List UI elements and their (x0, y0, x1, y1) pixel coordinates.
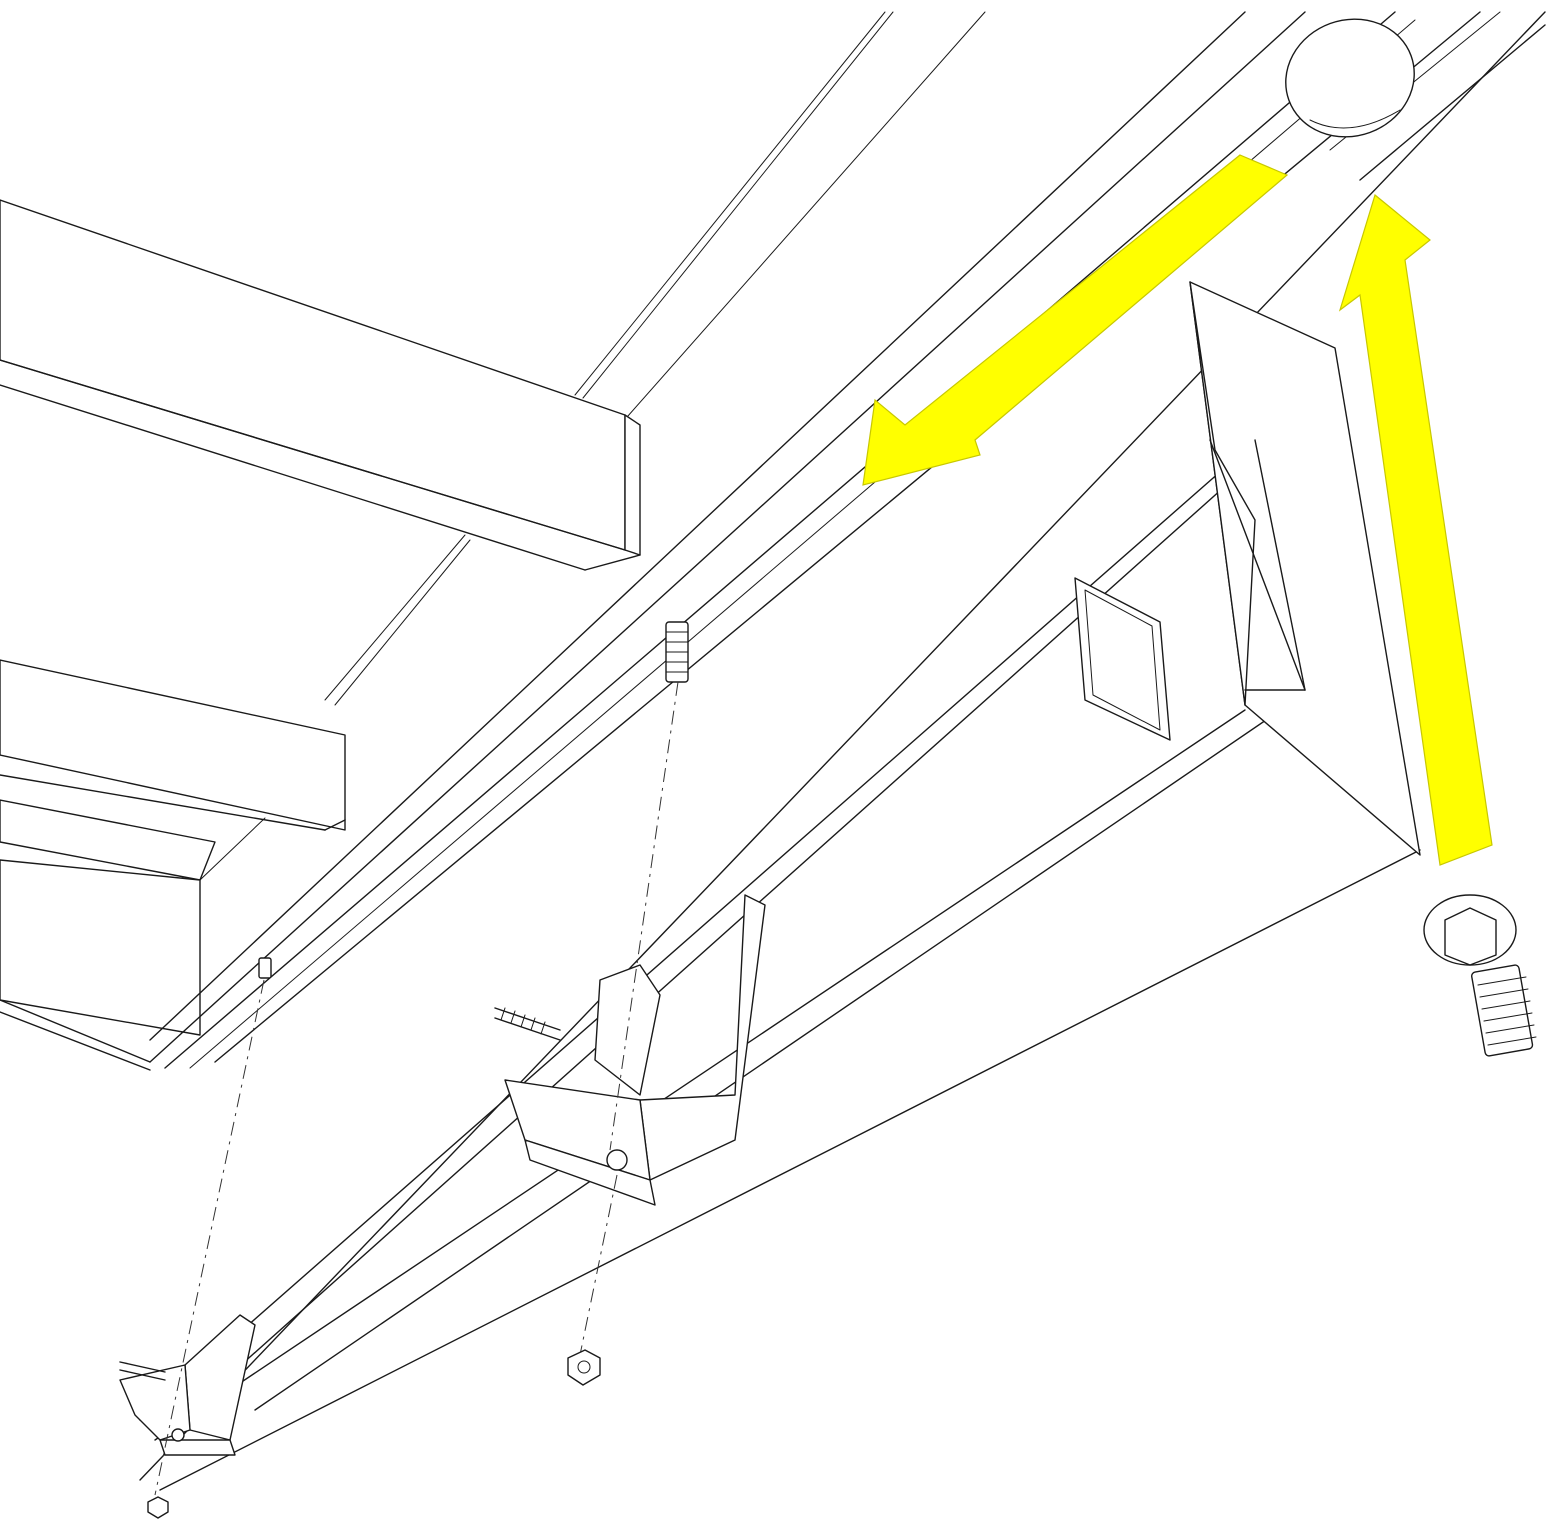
upper-crossbeam (0, 199, 641, 571)
set-screw-icon (494, 1007, 561, 1041)
lower-crossbeam (0, 659, 346, 1071)
lower-u-bracket (119, 1314, 256, 1456)
alignment-guides (154, 681, 679, 1496)
hex-nut-icon (567, 1349, 601, 1386)
ceiling-structure (199, 11, 986, 881)
insert-bolt-upward-arrow (1338, 193, 1493, 866)
slide-along-track-arrow (862, 154, 1289, 486)
left-threaded-stud (258, 957, 272, 979)
small-hex-nut (147, 1496, 169, 1519)
motor-housing-box (1189, 281, 1421, 856)
hex-bolt-icon (1423, 894, 1537, 1057)
square-tube-opening (1074, 577, 1171, 741)
rail-entry-slot (1285, 18, 1415, 138)
u-bracket-icon (504, 894, 766, 1206)
rail-threaded-stud (665, 621, 689, 683)
